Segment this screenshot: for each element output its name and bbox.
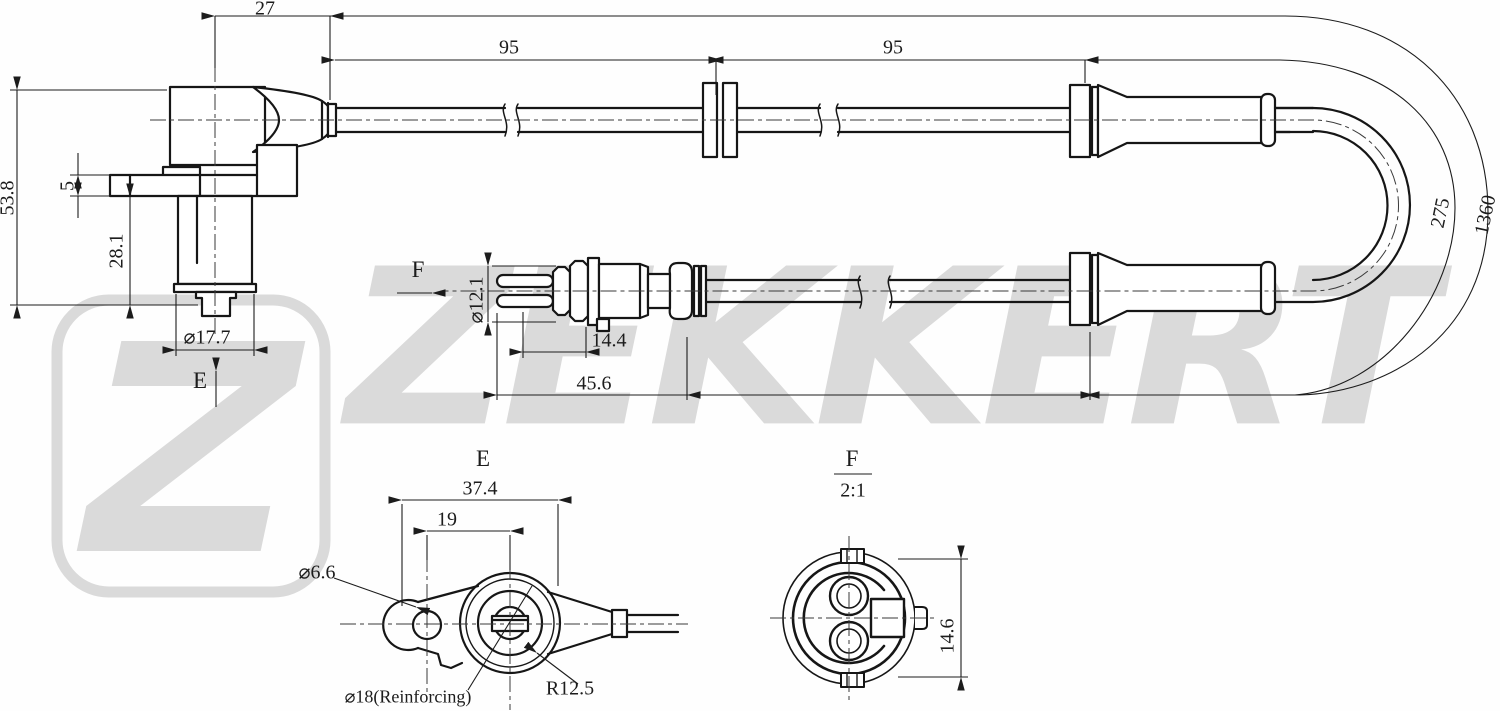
dim-45-6-label: 45.6 bbox=[576, 372, 612, 395]
detail-f-scale: 2:1 bbox=[840, 479, 866, 502]
dim-14-4-label: 14.4 bbox=[591, 329, 627, 352]
connector-side-view bbox=[495, 256, 708, 333]
cable-break-marks-lower bbox=[857, 275, 893, 309]
dim-95-left-label: 95 bbox=[499, 36, 519, 59]
object-linework bbox=[108, 81, 1412, 688]
cable-u-bend bbox=[1273, 106, 1412, 304]
cable-break-marks-upper bbox=[502, 103, 841, 137]
view-e-arrow-label: E bbox=[192, 368, 208, 393]
leader-radius bbox=[523, 641, 579, 685]
grommet-lower bbox=[1068, 251, 1277, 327]
sensor-tip bbox=[194, 290, 238, 318]
connector-pin-lower bbox=[495, 293, 555, 309]
detail-f-title: F bbox=[845, 446, 859, 471]
grommet-upper bbox=[1068, 83, 1315, 159]
dim-28-1-label: 28.1 bbox=[105, 233, 128, 269]
cable-lower bbox=[704, 278, 1072, 304]
dim-14-6-label: 14.6 bbox=[936, 618, 959, 654]
dim-27-label: 27 bbox=[255, 0, 275, 20]
leader-reinforcing bbox=[467, 585, 533, 691]
dim-17-7-label: ⌀17.7 bbox=[183, 326, 231, 349]
leader-hole-diameter bbox=[333, 577, 431, 616]
dimension-linework bbox=[10, 12, 1489, 691]
dim-5-label: 5 bbox=[56, 181, 79, 191]
sensor-head bbox=[168, 85, 267, 167]
dim-6-6-label: ⌀6.6 bbox=[298, 561, 336, 584]
dim-53-8-label: 53.8 bbox=[0, 180, 19, 216]
brand-watermark-logo bbox=[51, 294, 331, 598]
dim-12-1-label: ⌀12.1 bbox=[465, 276, 488, 324]
dim-19-label: 19 bbox=[437, 508, 457, 531]
dim-18-reinforcing-label: ⌀18(Reinforcing) bbox=[344, 686, 472, 707]
view-f-arrow-label: F bbox=[411, 257, 425, 282]
detail-e-title: E bbox=[475, 446, 491, 471]
centerlines bbox=[150, 66, 1399, 710]
dim-r12-5-label: R12.5 bbox=[545, 677, 595, 700]
dim-95-right-label: 95 bbox=[883, 36, 903, 59]
connector-pin-upper bbox=[495, 273, 555, 289]
dim-37-4-label: 37.4 bbox=[462, 477, 498, 500]
